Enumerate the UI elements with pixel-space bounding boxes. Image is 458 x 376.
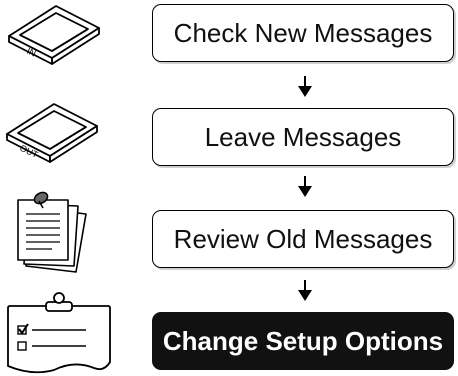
check-new-messages-label: Check New Messages — [173, 17, 433, 48]
inbox-tray-icon: IN — [8, 5, 100, 65]
arrow-down-icon — [298, 76, 312, 97]
stacked-notes-icon — [17, 191, 87, 273]
outbox-tray-icon: OUT — [6, 103, 98, 163]
change-setup-options-button[interactable]: Change Setup Options — [152, 312, 454, 370]
arrow-down-icon — [298, 280, 312, 301]
clipboard-checklist-icon — [7, 292, 111, 374]
arrow-down-icon — [298, 176, 312, 197]
leave-messages-button[interactable]: Leave Messages — [152, 108, 454, 166]
review-old-messages-button[interactable]: Review Old Messages — [152, 210, 454, 268]
inbox-label: IN — [25, 46, 37, 59]
check-new-messages-button[interactable]: Check New Messages — [152, 4, 454, 62]
review-old-messages-label: Review Old Messages — [173, 223, 433, 254]
leave-messages-label: Leave Messages — [204, 121, 402, 152]
change-setup-options-label: Change Setup Options — [162, 325, 444, 356]
